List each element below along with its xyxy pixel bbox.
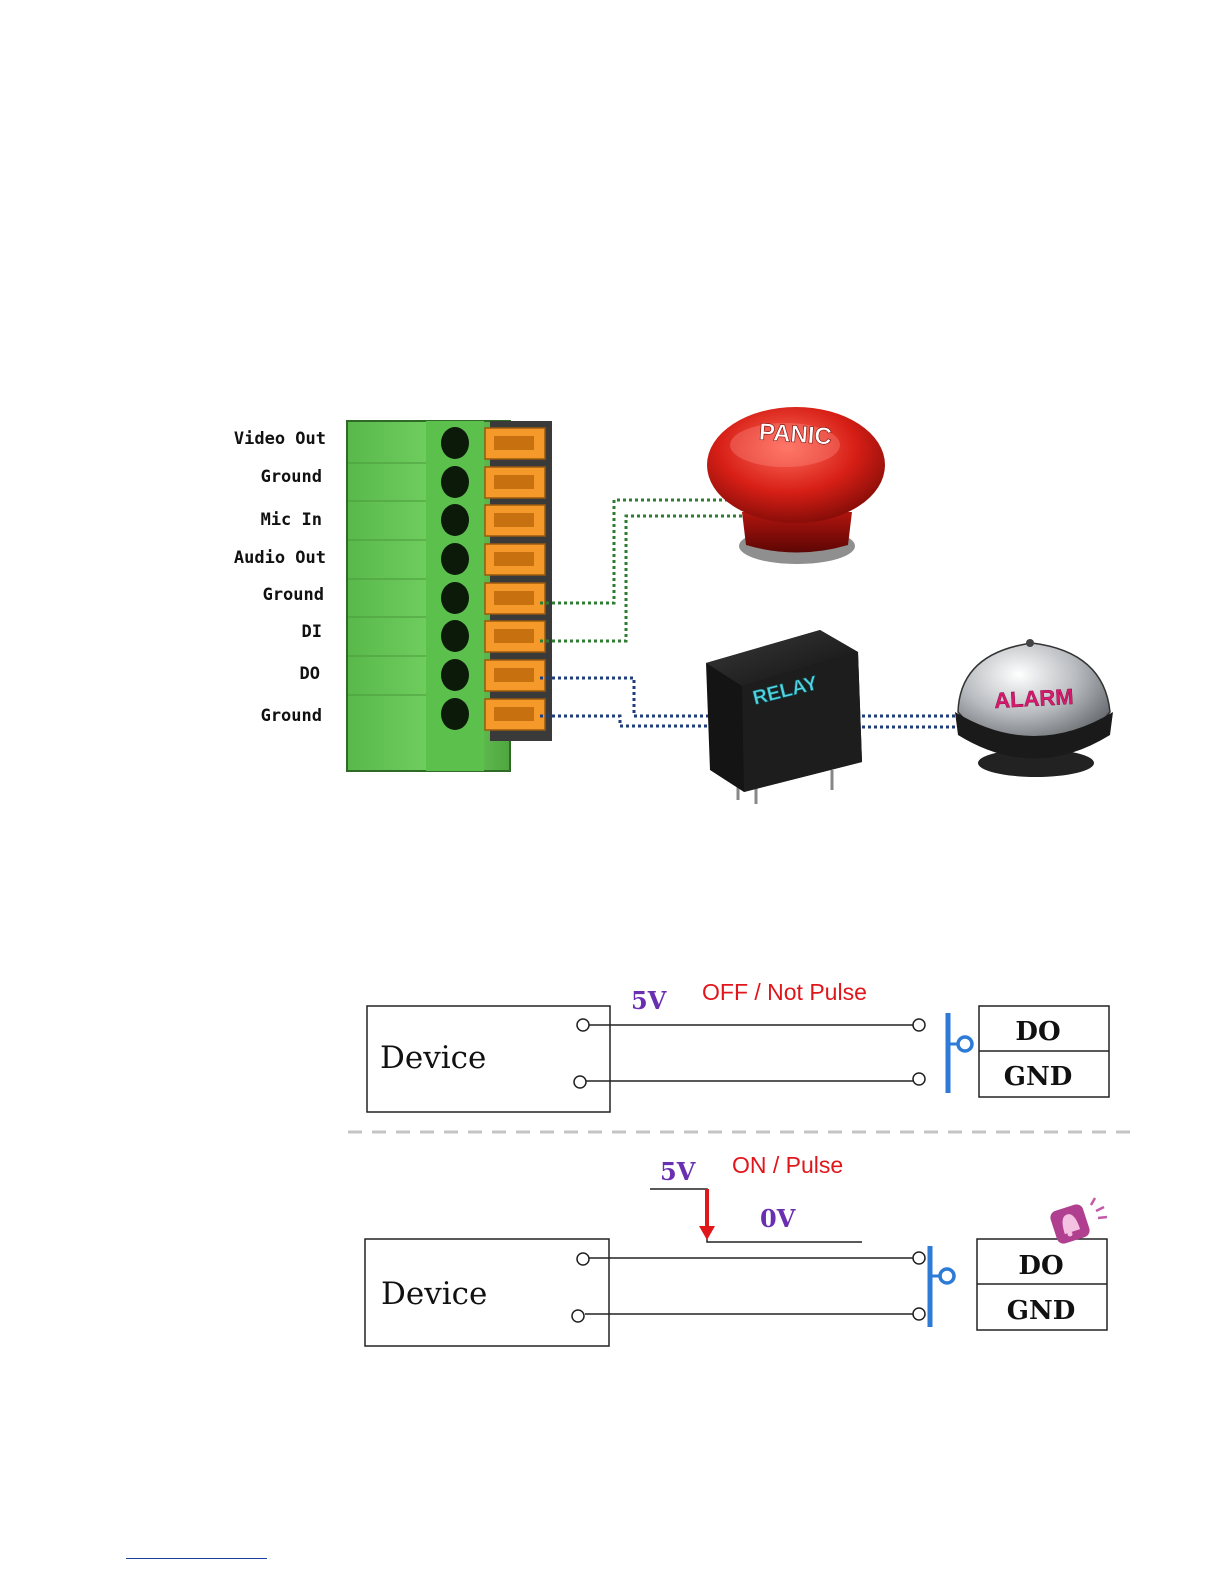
terminal-release-slot: [494, 436, 534, 450]
switch-terminal-gnd-on: [913, 1308, 925, 1320]
pin-label-ground-2: Ground: [263, 585, 324, 605]
voltage-high-label-on: 5V: [660, 1157, 696, 1186]
do-wire-signal: [540, 678, 708, 716]
terminal-hole: [441, 659, 469, 691]
terminal-block: [347, 421, 552, 771]
switch-terminal-gnd-off: [913, 1073, 925, 1085]
terminal-hole: [441, 582, 469, 614]
pin-label-video-out: Video Out: [234, 429, 326, 449]
pin-label-do: DO: [300, 664, 320, 684]
terminal-hole: [441, 466, 469, 498]
state-label-on: ON / Pulse: [732, 1152, 843, 1178]
pin-label-mic-in: Mic In: [261, 510, 322, 530]
terminal-release-slot: [494, 707, 534, 721]
alarm-bell: ALARM: [955, 639, 1113, 777]
state-label-off: OFF / Not Pulse: [702, 979, 867, 1005]
do-label-off: DO: [1015, 1017, 1060, 1047]
terminal-hole: [441, 543, 469, 575]
pin-label-ground-1: Ground: [261, 467, 322, 487]
gnd-label-off: GND: [1004, 1062, 1073, 1092]
terminal-hole: [441, 620, 469, 652]
pin-label-audio-out: Audio Out: [234, 548, 326, 568]
pulse-arrow-head: [699, 1226, 715, 1240]
terminal-release-slot: [494, 668, 534, 682]
switch-terminal-do-on: [913, 1252, 925, 1264]
alarm-bell-knob: [1026, 639, 1034, 647]
terminal-release-slot: [494, 629, 534, 643]
device-terminal-do-on: [577, 1253, 589, 1265]
terminal-release-slot: [494, 475, 534, 489]
alarm-bell-label: ALARM: [994, 684, 1075, 713]
panic-button: PANIC: [707, 407, 885, 564]
voltage-label-off: 5V: [631, 986, 667, 1015]
terminal-hole: [441, 504, 469, 536]
terminal-hole: [441, 698, 469, 730]
device-terminal-gnd-on: [572, 1310, 584, 1322]
terminal-release-slot: [494, 591, 534, 605]
switch-knob-on: [940, 1269, 954, 1283]
di-wires: [540, 500, 745, 641]
switch-knob-off: [958, 1037, 972, 1051]
pin-label-di: DI: [302, 622, 322, 642]
pin-label-ground-3: Ground: [261, 706, 322, 726]
panic-button-label: PANIC: [758, 419, 833, 451]
device-terminal-gnd-off: [574, 1076, 586, 1088]
device-terminal-do-off: [577, 1019, 589, 1031]
footnote-rule: [126, 1558, 267, 1559]
voltage-low-label-on: 0V: [760, 1204, 796, 1233]
pin-labels: Video Out Ground Mic In Audio Out Ground…: [234, 429, 326, 726]
switch-terminal-do-off: [913, 1019, 925, 1031]
terminal-release-slot: [494, 513, 534, 527]
di-wire-signal: [540, 516, 745, 641]
schematic-on: 5V ON / Pulse 0V Device DO GND: [365, 1152, 1107, 1346]
pulse-waveform: [650, 1189, 862, 1242]
device-label-on: Device: [381, 1276, 487, 1312]
do-label-on: DO: [1018, 1251, 1063, 1281]
schematic-off: Device 5V OFF / Not Pulse DO GND: [367, 979, 1109, 1112]
gnd-label-on: GND: [1007, 1296, 1076, 1326]
relay: RELAY: [706, 630, 862, 804]
terminal-hole: [441, 427, 469, 459]
device-label-off: Device: [380, 1040, 486, 1076]
terminal-release-slot: [494, 552, 534, 566]
